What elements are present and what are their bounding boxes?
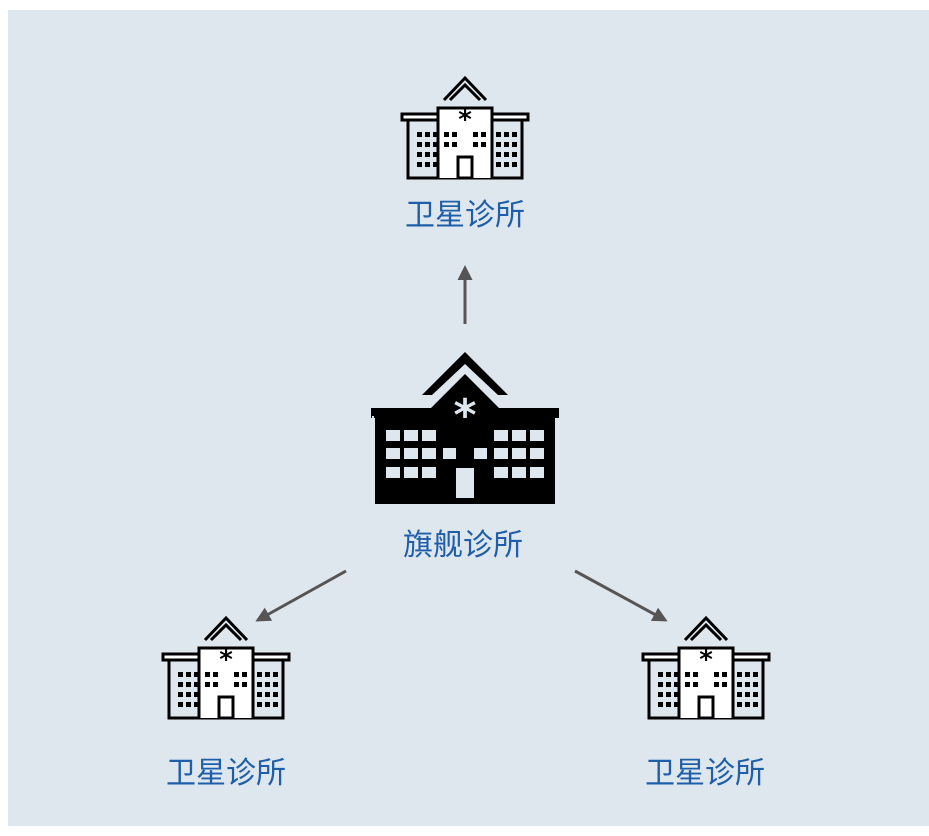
svg-text:*: * (453, 390, 476, 441)
svg-text:*: * (458, 105, 472, 135)
hospital-outline-icon: * (400, 75, 530, 180)
flagship-clinic: * (371, 352, 559, 504)
svg-text:*: * (219, 645, 233, 675)
satellite-clinic-left: * (161, 614, 291, 720)
satellite-label-left: 卫星诊所 (166, 756, 286, 791)
satellite-clinic-top: * (400, 74, 530, 180)
hospital-icon: * (371, 352, 559, 504)
arrow-to-left-satellite (255, 569, 347, 622)
flagship-label: 旗舰诊所 (403, 528, 523, 563)
hospital-outline-icon: * (641, 615, 771, 720)
satellite-label-right: 卫星诊所 (645, 756, 765, 791)
hospital-outline-icon: * (161, 615, 291, 720)
arrow-to-right-satellite (574, 569, 668, 622)
svg-text:*: * (699, 645, 713, 675)
satellite-clinic-right: * (641, 614, 771, 720)
satellite-label-top: 卫星诊所 (405, 198, 525, 233)
